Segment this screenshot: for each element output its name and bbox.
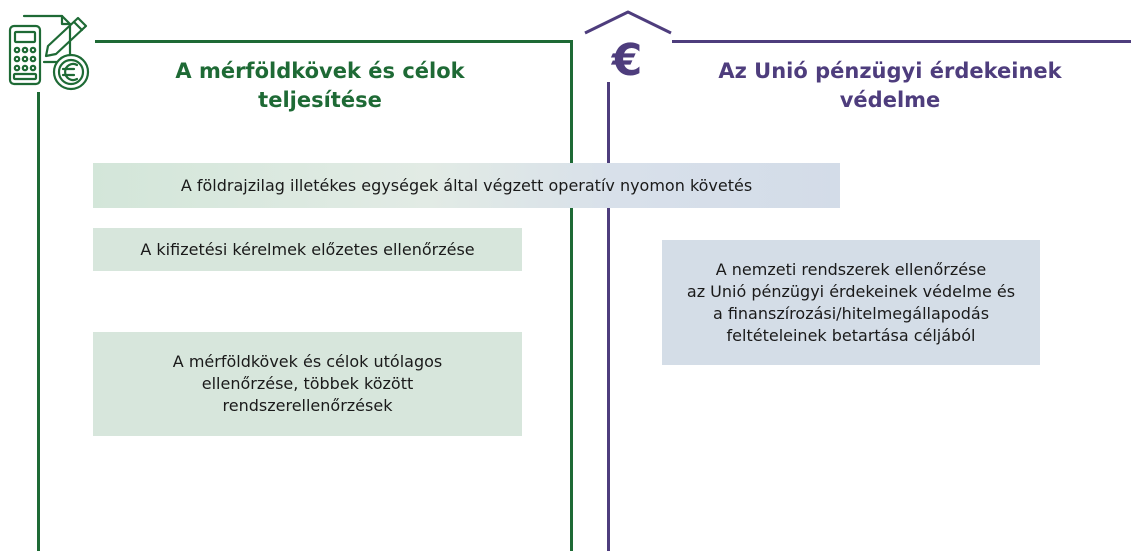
right-frame-left-line (607, 82, 610, 551)
left-frame-right-line (570, 40, 573, 551)
national-systems-line-2: az Unió pénzügyi érdekeinek védelme és (686, 281, 1016, 301)
ex-post-audit-box: A mérföldkövek és célok utólagos ellenőr… (93, 332, 522, 436)
national-systems-box: A nemzeti rendszerek ellenőrzése az Unió… (662, 240, 1040, 365)
left-heading-line-2: teljesítése (258, 88, 382, 112)
payment-check-box: A kifizetési kérelmek előzetes ellenőrzé… (93, 228, 522, 271)
ex-post-line-2: ellenőrzése, többek között (201, 374, 414, 393)
left-frame-left-line (37, 92, 40, 551)
shared-monitoring-text: A földrajzilag illetékes egységek által … (180, 175, 753, 195)
left-heading: A mérföldkövek és célok teljesítése (150, 57, 490, 115)
right-heading: Az Unió pénzügyi érdekeinek védelme (680, 57, 1100, 115)
shared-monitoring-box: A földrajzilag illetékes egységek által … (93, 163, 840, 208)
left-heading-line-1: A mérföldkövek és célok (175, 59, 465, 83)
right-frame-top-line (672, 40, 1131, 43)
left-frame-top-line (95, 40, 573, 43)
ex-post-line-1: A mérföldkövek és célok utólagos (172, 352, 443, 371)
ex-post-line-3: rendszerellenőrzések (222, 396, 393, 415)
payment-check-text: A kifizetési kérelmek előzetes ellenőrzé… (140, 239, 475, 259)
national-systems-line-4: feltételeinek betartása céljából (726, 325, 976, 345)
national-systems-line-1: A nemzeti rendszerek ellenőrzése (715, 259, 987, 279)
right-heading-line-1: Az Unió pénzügyi érdekeinek (718, 59, 1062, 83)
national-systems-line-3: a finanszírozási/hitelmegállapodás (712, 303, 990, 323)
calculator-euro-icon (8, 14, 90, 91)
euro-roof-icon: € (584, 10, 672, 86)
svg-text:€: € (611, 35, 643, 86)
right-heading-line-2: védelme (839, 88, 941, 112)
